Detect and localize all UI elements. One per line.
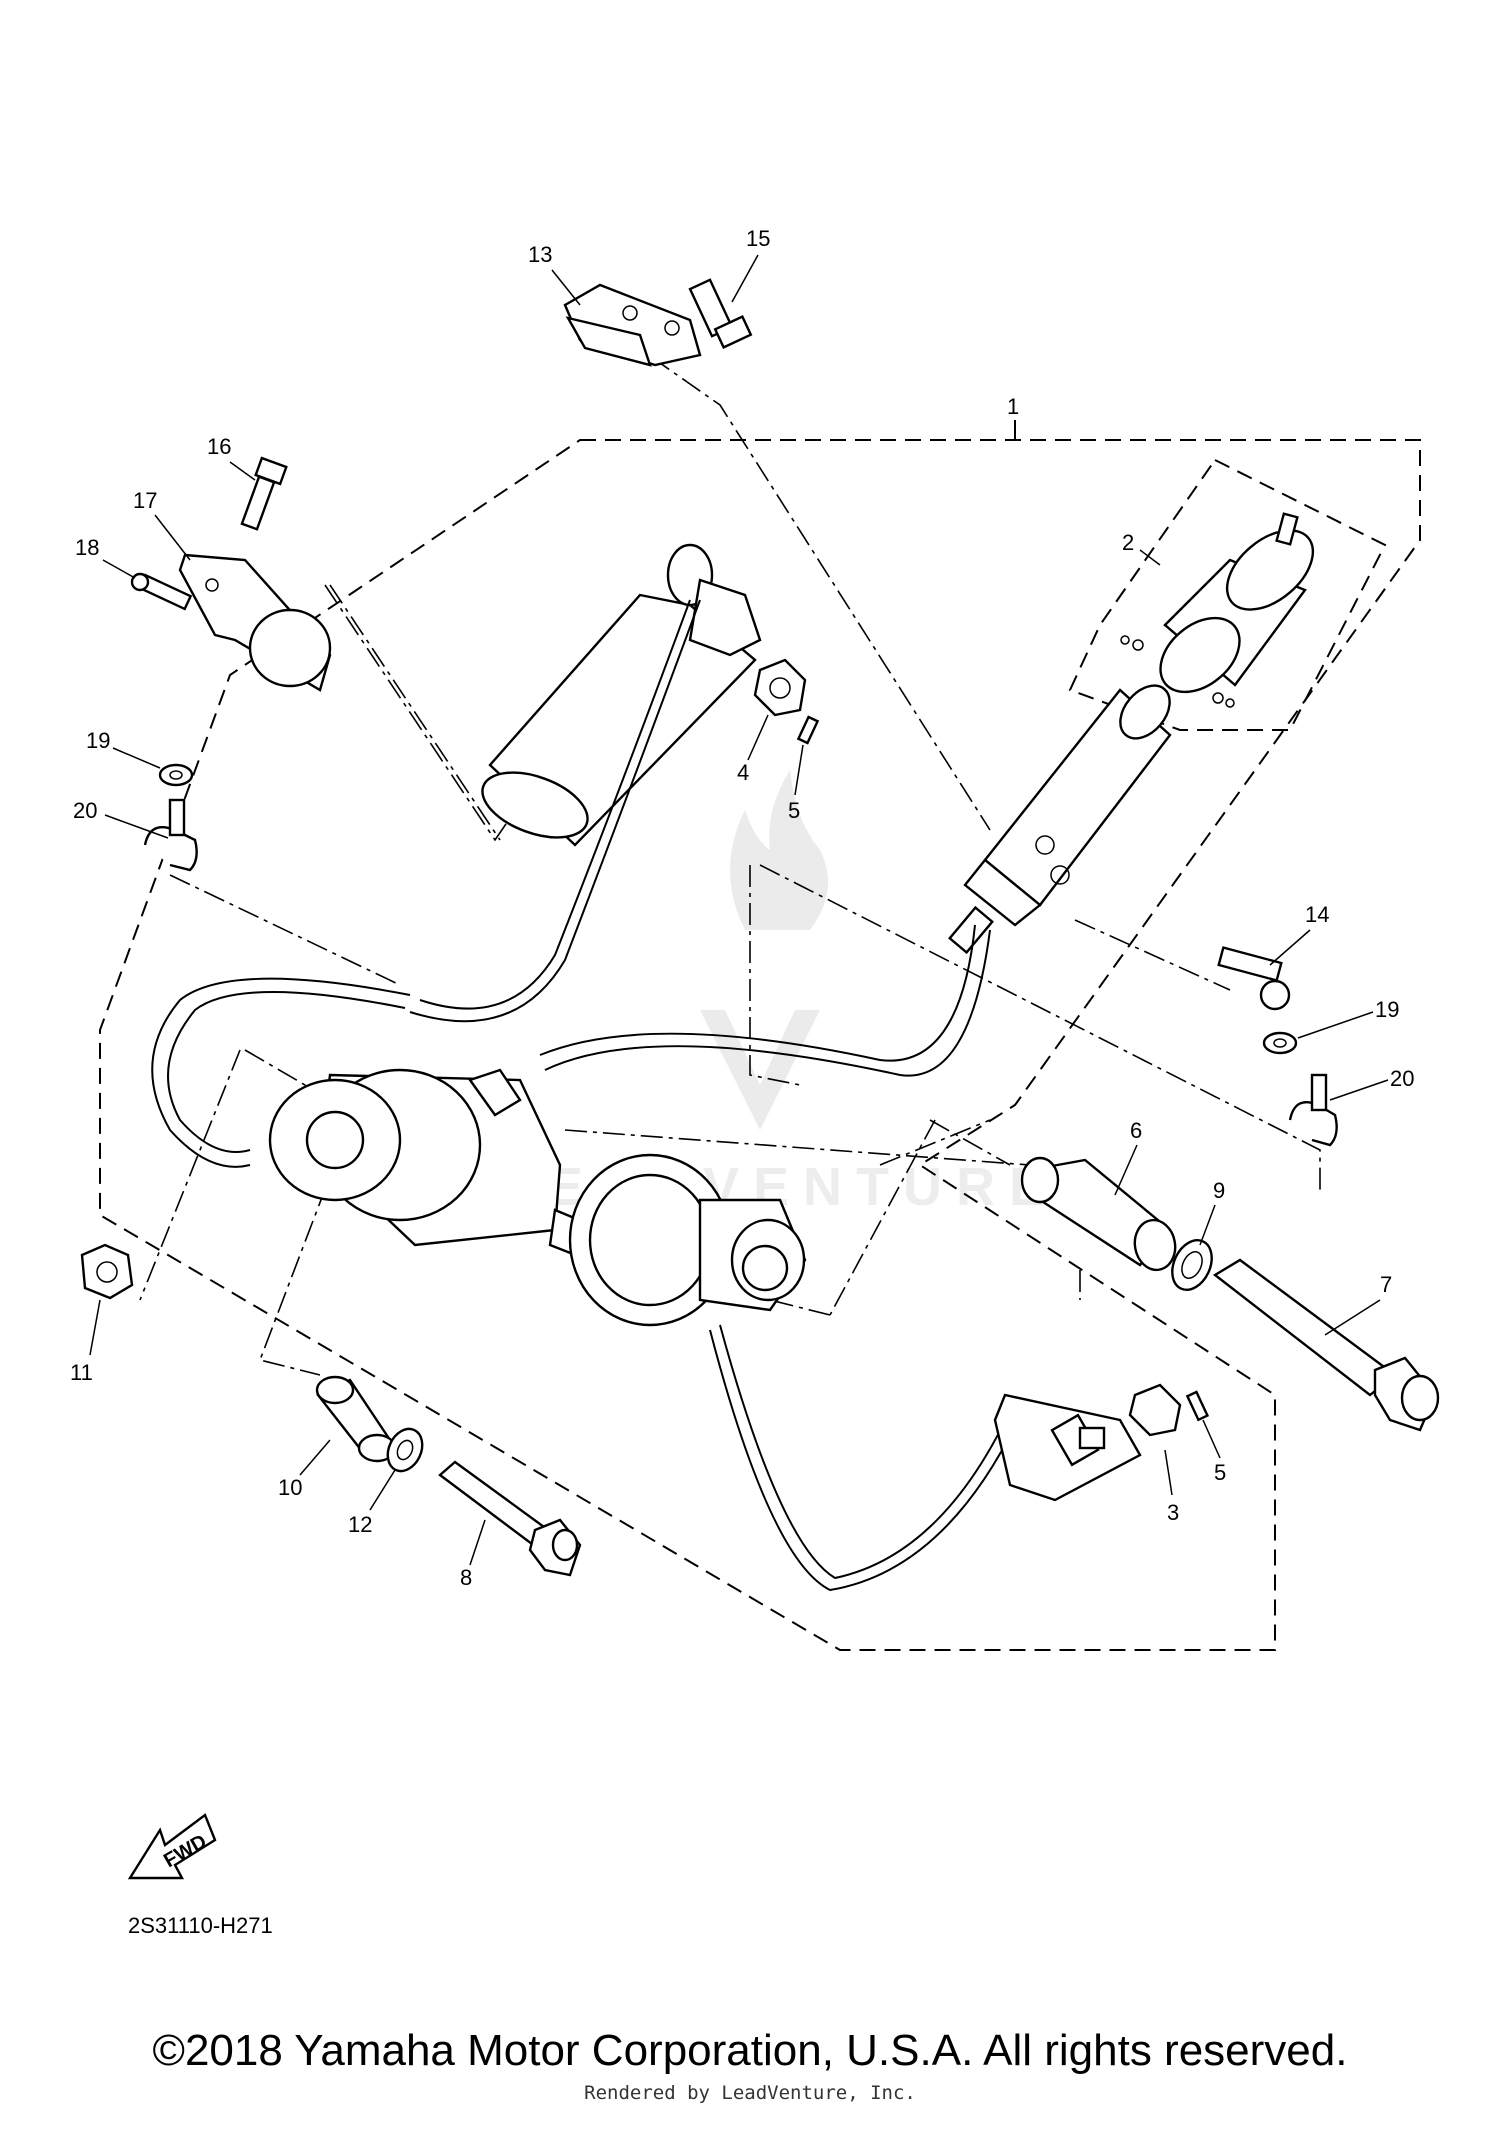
callout-9: 9 <box>1213 1178 1225 1203</box>
part-14-bolt <box>1217 946 1291 1011</box>
part-18-bolt <box>130 572 193 611</box>
part-16-bolt <box>240 456 288 531</box>
remote-adjuster <box>948 684 1172 955</box>
callout-1: 1 <box>1007 394 1019 419</box>
callout-18: 18 <box>75 535 99 560</box>
part-3-adjuster <box>993 1383 1182 1502</box>
part-5-screw-b <box>1185 1390 1210 1422</box>
part-10-collar <box>315 1375 397 1463</box>
callout-12: 12 <box>348 1512 372 1537</box>
callout-13: 13 <box>528 242 552 267</box>
callout-20b: 20 <box>1390 1066 1414 1091</box>
fwd-arrow: FWD <box>127 1813 217 1880</box>
callout-4: 4 <box>737 760 749 785</box>
callout-2: 2 <box>1122 530 1134 555</box>
diagram-code: 2S31110-H271 <box>128 1913 273 1938</box>
part-15-bolt <box>688 278 753 349</box>
part-20-clamp-b <box>1288 1073 1338 1147</box>
part-2-dial <box>1120 512 1315 708</box>
part-5-screw-a <box>796 715 820 745</box>
part-12-washer <box>386 1427 424 1473</box>
callout-10: 10 <box>278 1475 302 1500</box>
callouts: 1 2 3 4 5 5 6 7 8 9 10 11 12 13 14 15 16… <box>70 226 1414 1590</box>
callout-20a: 20 <box>73 798 97 823</box>
part-4-knob <box>753 658 807 717</box>
part-13-bracket <box>563 283 702 367</box>
callout-16: 16 <box>207 434 231 459</box>
callout-6: 6 <box>1130 1118 1142 1143</box>
callout-19b: 19 <box>1375 997 1399 1022</box>
callout-3: 3 <box>1167 1500 1179 1525</box>
part-9-washer <box>1171 1239 1213 1291</box>
callout-11: 11 <box>70 1360 93 1385</box>
callout-14: 14 <box>1305 902 1329 927</box>
callout-17: 17 <box>133 488 157 513</box>
part-20-clamp-a <box>143 798 198 872</box>
callout-19a: 19 <box>86 728 110 753</box>
part-17-bracket <box>178 553 332 692</box>
shock-absorber <box>268 1068 807 1327</box>
reservoir <box>481 543 762 847</box>
part-11-nut <box>80 1243 134 1300</box>
callout-5b: 5 <box>1214 1460 1226 1485</box>
part-6-collar <box>1020 1156 1177 1272</box>
copyright-notice: ©2018 Yamaha Motor Corporation, U.S.A. A… <box>152 2026 1348 2075</box>
callout-8: 8 <box>460 1565 472 1590</box>
hoses <box>151 599 1026 1592</box>
part-19-washer-a <box>158 763 194 787</box>
assembly-boundary-2 <box>1068 458 1387 731</box>
callout-7: 7 <box>1380 1272 1392 1297</box>
part-19-washer-b <box>1262 1031 1298 1055</box>
callout-5a: 5 <box>788 798 800 823</box>
part-8-bolt <box>438 1460 582 1577</box>
rendered-by-notice: Rendered by LeadVenture, Inc. <box>584 2082 916 2104</box>
callout-15: 15 <box>746 226 770 251</box>
part-7-bolt <box>1212 1258 1440 1432</box>
